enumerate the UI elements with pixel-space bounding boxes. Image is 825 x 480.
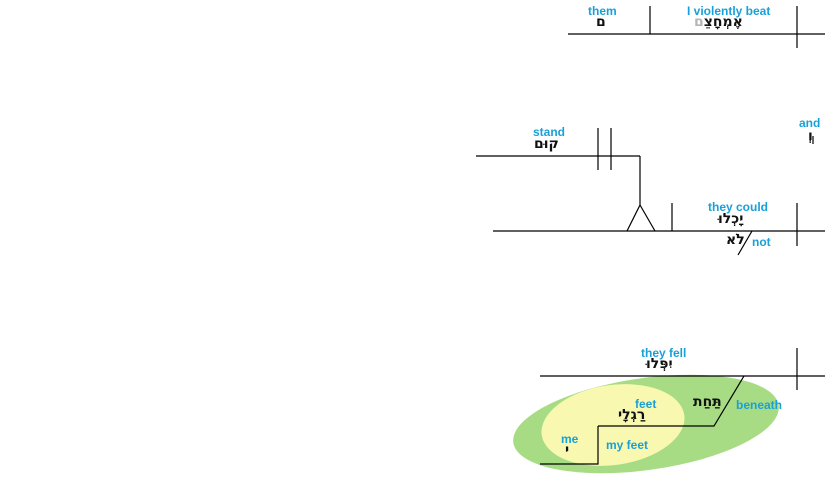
gloss-i-violently-beat: I violently beat — [687, 4, 771, 18]
hebrew-stand: קוּם — [534, 136, 559, 152]
hebrew-verb-suffix: ם — [694, 14, 704, 30]
gloss-they-could: they could — [708, 200, 769, 214]
gloss-me: me — [561, 432, 579, 446]
hebrew-feet: רַגְלָי — [618, 407, 646, 423]
prep-phrase-line — [598, 375, 745, 427]
stand-stilt-foot — [639, 204, 656, 232]
hebrew-they-could: יָכְלוּ — [718, 211, 744, 227]
gloss-them: them — [588, 4, 617, 18]
possessor-line — [540, 426, 599, 465]
hebrew-beneath: תַּחַת — [693, 394, 722, 410]
hebrew-verb-stem: אֶמְחָצֵ — [703, 14, 743, 30]
gloss-my-feet: my feet — [606, 438, 649, 452]
gloss-feet: feet — [635, 397, 657, 411]
hebrew-and: וְ — [808, 128, 813, 144]
gloss-and: and — [799, 116, 821, 130]
gloss-not: not — [752, 235, 771, 249]
gloss-beneath: beneath — [736, 398, 783, 412]
hebrew-not: לֹא — [726, 232, 745, 248]
gloss-stand: stand — [533, 125, 566, 139]
gloss-they-fell: they fell — [641, 346, 687, 360]
stand-stilt — [626, 156, 641, 232]
hebrew-i-violently-beat: אֶמְחָצֵם — [694, 14, 743, 30]
hebrew-me: י — [565, 442, 570, 458]
negation-slant — [737, 230, 753, 256]
hebrew-them: ם — [596, 14, 606, 30]
object-phrase-highlight — [541, 384, 685, 466]
hebrew-they-fell: יִפְּלוּ — [646, 356, 673, 372]
